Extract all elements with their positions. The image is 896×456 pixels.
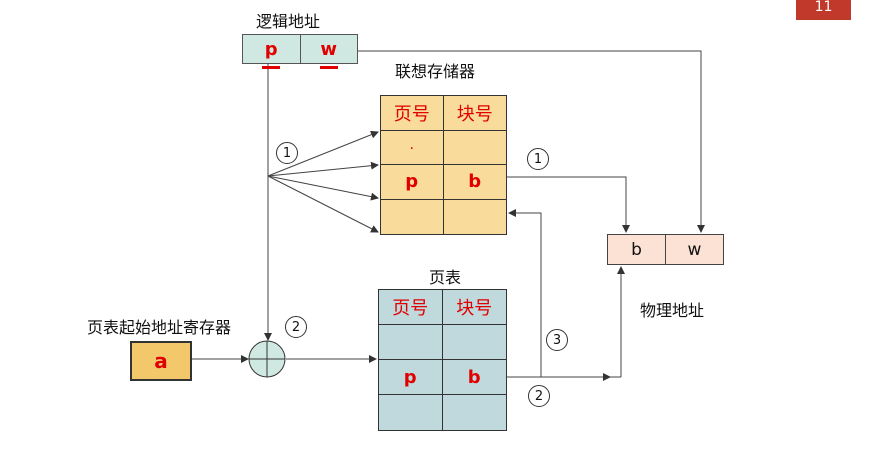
step-3-marker: 3 bbox=[546, 329, 568, 351]
assoc-cell-empty bbox=[444, 200, 507, 235]
physical-address-title: 物理地址 bbox=[640, 301, 705, 320]
assoc-header-page: 页号 bbox=[381, 96, 444, 131]
logical-page-cell: p bbox=[243, 35, 300, 69]
logical-address-box: p w bbox=[242, 34, 358, 69]
logical-address-title: 逻辑地址 bbox=[256, 12, 321, 31]
ptable-header-page: 页号 bbox=[379, 290, 443, 325]
ptable-cell-empty bbox=[379, 325, 443, 360]
assoc-cell-empty bbox=[381, 199, 444, 234]
page-table-register: a bbox=[130, 341, 192, 381]
ptable-cell-empty bbox=[443, 395, 507, 430]
assoc-cell-b: b bbox=[443, 165, 506, 200]
ptable-cell-p: p bbox=[379, 360, 443, 395]
logical-w: w bbox=[320, 38, 338, 60]
page-table: 页号 块号 p b bbox=[378, 289, 507, 431]
ptable-cell-empty bbox=[442, 325, 506, 360]
step-1-left-marker: 1 bbox=[276, 142, 298, 164]
assoc-cell-p: p bbox=[381, 165, 444, 200]
register-title: 页表起始地址寄存器 bbox=[87, 318, 232, 337]
assoc-memory-table: 页号 块号 . p b bbox=[380, 95, 507, 235]
ptable-cell-b: b bbox=[442, 360, 506, 395]
step-1-right-marker: 1 bbox=[527, 148, 549, 170]
page-table-title: 页表 bbox=[429, 268, 462, 287]
assoc-cell-empty bbox=[443, 131, 506, 165]
adder-symbol bbox=[248, 340, 286, 378]
ptable-cell-empty bbox=[379, 395, 443, 430]
assoc-cell-dot: . bbox=[381, 130, 444, 165]
physical-offset-cell: w bbox=[665, 235, 723, 264]
slide-number-badge: 11 bbox=[796, 0, 851, 20]
logical-p: p bbox=[264, 38, 278, 60]
ptable-header-block: 块号 bbox=[442, 290, 506, 325]
step-2-bottom-marker: 2 bbox=[528, 385, 550, 407]
assoc-header-block: 块号 bbox=[443, 96, 506, 131]
assoc-memory-title: 联想存储器 bbox=[395, 62, 476, 81]
logical-offset-cell: w bbox=[299, 35, 357, 69]
physical-block-cell: b bbox=[631, 239, 642, 260]
step-2-top-marker: 2 bbox=[285, 316, 307, 338]
physical-address-box: b w bbox=[607, 234, 724, 265]
